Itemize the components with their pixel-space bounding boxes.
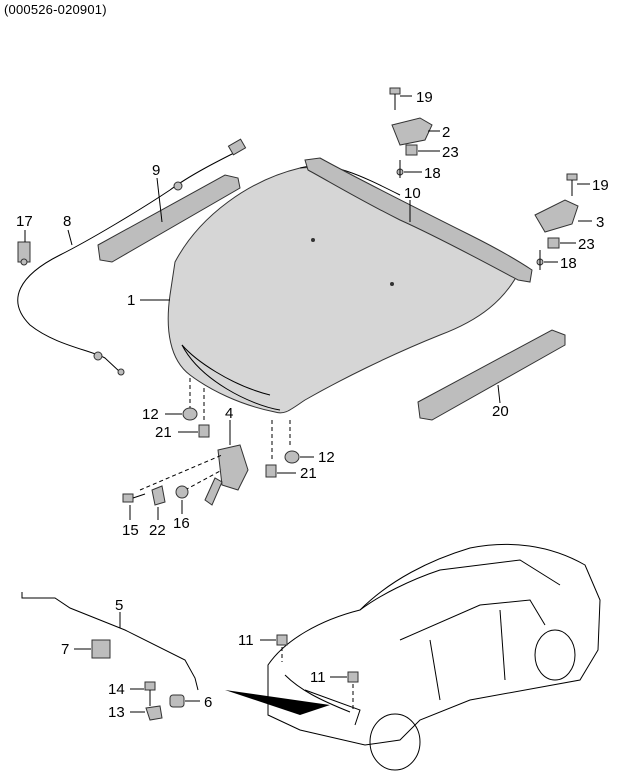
bolt-18-left[interactable] <box>396 160 404 178</box>
bolt-15[interactable] <box>122 493 146 503</box>
label-12-right: 12 <box>318 449 335 466</box>
label-11-left: 11 <box>238 632 254 649</box>
insert-arrow <box>225 690 330 715</box>
label-14: 14 <box>108 681 125 698</box>
label-22: 22 <box>149 522 166 539</box>
label-2: 2 <box>442 124 450 141</box>
rod-clip-7[interactable] <box>91 639 111 659</box>
bumper-12-right[interactable] <box>284 450 300 464</box>
bolt-19-left[interactable] <box>389 87 401 110</box>
stopper-21-left[interactable] <box>198 424 210 438</box>
label-11-right: 11 <box>310 669 326 686</box>
label-13: 13 <box>108 704 125 721</box>
label-10: 10 <box>404 185 421 202</box>
car-illustration <box>267 543 601 771</box>
label-23-right: 23 <box>578 236 595 253</box>
hood-support-rod[interactable] <box>21 592 199 691</box>
bumper-11-left[interactable] <box>276 634 288 646</box>
grommet-6[interactable] <box>169 694 185 708</box>
stopper-21-right[interactable] <box>265 464 277 478</box>
bolt-18-right[interactable] <box>536 250 544 270</box>
diagram-code: (000526-020901) <box>4 2 107 17</box>
label-19-left: 19 <box>416 89 433 106</box>
bumper-11-right[interactable] <box>347 671 359 683</box>
cable-clip[interactable] <box>17 241 31 266</box>
label-19-right: 19 <box>592 177 609 194</box>
label-18-left: 18 <box>424 165 441 182</box>
label-23-left: 23 <box>442 144 459 161</box>
label-21-right: 21 <box>300 465 317 482</box>
bolt-14[interactable] <box>144 681 156 706</box>
label-16: 16 <box>173 515 190 532</box>
label-8: 8 <box>63 213 71 230</box>
label-21-left: 21 <box>155 424 172 441</box>
nut-16[interactable] <box>175 485 189 499</box>
seal-strip-left[interactable] <box>97 174 241 263</box>
label-12-left: 12 <box>142 406 159 423</box>
seal-strip-right[interactable] <box>417 329 566 421</box>
label-20: 20 <box>492 403 509 420</box>
bolt-19-right[interactable] <box>566 173 578 196</box>
bumper-12-left[interactable] <box>182 407 198 421</box>
label-6: 6 <box>204 694 212 711</box>
label-17: 17 <box>16 213 33 230</box>
label-15: 15 <box>122 522 139 539</box>
holder-13[interactable] <box>145 705 163 721</box>
label-7: 7 <box>61 641 69 658</box>
label-9: 9 <box>152 162 160 179</box>
release-cable[interactable] <box>17 138 247 376</box>
clip-22[interactable] <box>151 485 166 506</box>
label-4: 4 <box>225 405 233 422</box>
label-5: 5 <box>115 597 123 614</box>
label-3: 3 <box>596 214 604 231</box>
hood-weatherstrip[interactable] <box>304 157 533 283</box>
label-1: 1 <box>127 292 135 309</box>
hinge-right[interactable] <box>534 199 579 249</box>
label-18-right: 18 <box>560 255 577 272</box>
hood-latch[interactable] <box>204 444 249 506</box>
hinge-left[interactable] <box>391 117 433 156</box>
